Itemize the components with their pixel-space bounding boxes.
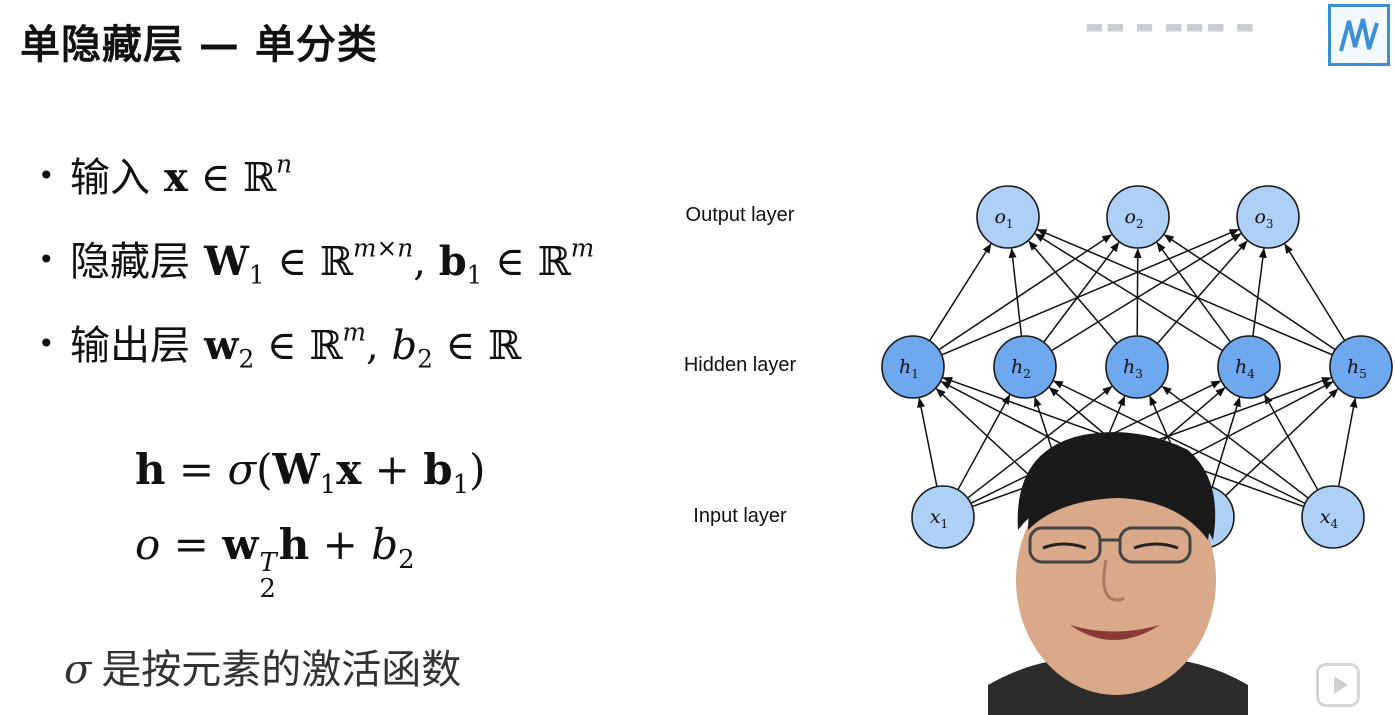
edge-hidden-to-output: [1036, 228, 1333, 356]
bullet-label: 输入: [70, 155, 150, 201]
note-text: 是按元素的激活函数: [101, 647, 462, 693]
hidden-node-1: h1: [881, 335, 945, 399]
edge-hidden-to-output: [1028, 240, 1118, 344]
edge-input-to-hidden: [1263, 394, 1319, 491]
output-node-1: o1: [976, 185, 1040, 249]
bullet-dot: •: [38, 243, 55, 276]
presenter-face: [1016, 465, 1216, 695]
bullet-math: x ∈ ℝn: [164, 149, 293, 201]
hidden-node-5: h5: [1329, 335, 1393, 399]
hidden-layer-label: Hidden layer: [684, 354, 797, 376]
edge-input-to-hidden: [967, 385, 1113, 499]
node-label: h1: [899, 356, 919, 381]
bullet-math: W1 ∈ ℝm×n, b1 ∈ ℝm: [204, 233, 595, 290]
play-button[interactable]: [1316, 663, 1360, 707]
output-node-3: o3: [1236, 185, 1300, 249]
edge-hidden-to-output: [1156, 241, 1232, 343]
sigma-symbol: σ: [64, 647, 92, 693]
edge-input-to-hidden: [1161, 385, 1309, 499]
bullet-label: 隐藏层: [70, 239, 190, 285]
edge-input-to-hidden: [1224, 388, 1339, 497]
node-label: x4: [1320, 506, 1339, 531]
bullet-math: w2 ∈ ℝm, b2 ∈ ℝ: [204, 317, 522, 374]
input-layer-label: Input layer: [693, 505, 787, 527]
node-label: h4: [1235, 356, 1255, 381]
bullet-dot: •: [38, 327, 55, 360]
node-circle: [976, 185, 1040, 249]
slide-title: 单隐藏层 — 单分类: [20, 22, 378, 68]
presenter-glasses-left: [1028, 526, 1102, 564]
presenter-mouth: [1070, 625, 1160, 640]
node-label: h2: [1011, 356, 1031, 381]
input-node-1: x1: [911, 485, 975, 549]
edge-hidden-to-output: [938, 234, 1113, 351]
edge-hidden-to-output: [1034, 233, 1224, 352]
presenter-eye-right: [1133, 542, 1179, 550]
edge-hidden-to-output: [941, 228, 1240, 356]
node-label: o1: [994, 206, 1013, 231]
hidden-node-4: h4: [1217, 335, 1281, 399]
bullet-input: • 输入 x ∈ ℝn: [38, 145, 594, 229]
bullet-output-layer: • 输出层 w2 ∈ ℝm, b2 ∈ ℝ: [38, 313, 594, 397]
bullet-hidden-layer: • 隐藏层 W1 ∈ ℝm×n, b1 ∈ ℝm: [38, 229, 594, 313]
presenter-hair-top: [1028, 448, 1210, 540]
edge-hidden-to-output: [1156, 240, 1248, 345]
edge-hidden-to-output: [1163, 234, 1336, 351]
node-circle: [881, 335, 945, 399]
node-label: h3: [1123, 356, 1143, 381]
bilibili-logo-icon: [1328, 4, 1390, 66]
presenter-eye-left: [1042, 542, 1087, 550]
edge-input-to-hidden: [917, 397, 938, 487]
edge-hidden-to-output: [1043, 241, 1120, 343]
presenter-glasses-right: [1118, 526, 1192, 564]
input-node-4: x4: [1301, 485, 1365, 549]
edge-hidden-to-output: [1284, 243, 1346, 342]
output-layer-label: Output layer: [686, 204, 795, 226]
edge-input-to-hidden: [1052, 380, 1306, 505]
bullet-list: • 输入 x ∈ ℝn • 隐藏层 W1 ∈ ℝm×n, b1 ∈ ℝm • 输…: [38, 145, 594, 397]
node-circle: [1236, 185, 1300, 249]
watermark: ▬▬ ▬ ▬▬▬ ▬: [1085, 14, 1257, 38]
hidden-node-3: h3: [1105, 335, 1169, 399]
hidden-node-2: h2: [993, 335, 1057, 399]
edge-hidden-to-output: [1050, 233, 1242, 352]
edge-input-to-hidden: [1211, 396, 1241, 488]
edge-hidden-to-output: [1008, 247, 1023, 337]
output-node-2: o2: [1106, 185, 1170, 249]
edge-hidden-to-output: [928, 243, 992, 342]
edge-input-to-hidden: [957, 394, 1011, 491]
bullet-label: 输出层: [70, 323, 190, 369]
node-circle: [911, 485, 975, 549]
node-circle: [1105, 335, 1169, 399]
node-label: o3: [1254, 206, 1273, 231]
node-circle: [1217, 335, 1281, 399]
bullet-dot: •: [38, 159, 55, 192]
node-circle: [993, 335, 1057, 399]
node-circle: [1301, 485, 1365, 549]
node-label: o2: [1124, 206, 1143, 231]
equation-hidden: h = σ(W1x + b1): [135, 445, 486, 501]
node-circle: [1106, 185, 1170, 249]
edge-input-to-hidden: [1337, 397, 1358, 487]
node-label: h5: [1347, 356, 1367, 381]
presenter-nose: [1102, 559, 1125, 602]
presenter-video: [988, 432, 1248, 715]
edge-hidden-to-output: [1133, 247, 1142, 337]
node-circle: [1329, 335, 1393, 399]
node-label: x1: [930, 506, 948, 531]
